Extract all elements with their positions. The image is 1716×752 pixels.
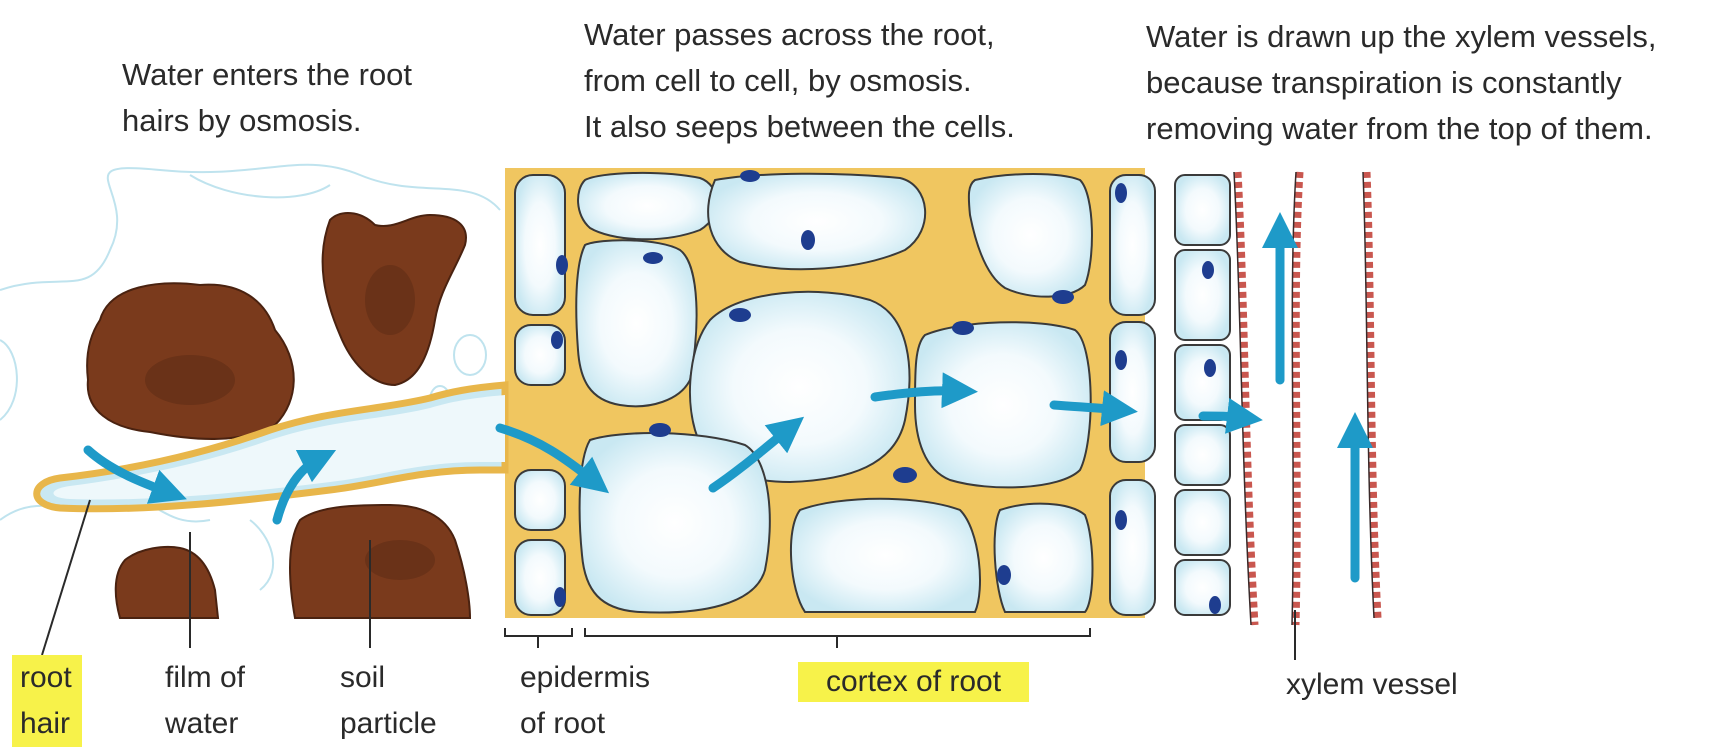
epidermis-cells bbox=[514, 174, 566, 616]
label-cortex: cortex of root bbox=[798, 662, 1030, 702]
nucleus bbox=[893, 467, 917, 483]
label-film-of-water: film of water bbox=[165, 661, 246, 740]
soil-particle bbox=[114, 545, 220, 619]
nucleus bbox=[801, 230, 815, 250]
cortex-cell bbox=[689, 290, 911, 484]
caption-across-root: Water passes across the root, from cell … bbox=[584, 17, 1015, 144]
flow-arrow bbox=[1049, 390, 1138, 427]
cortex-cell bbox=[913, 321, 1092, 489]
nucleus bbox=[649, 423, 671, 437]
caption-xylem-up: Water is drawn up the xylem vessels, bec… bbox=[1146, 19, 1657, 146]
xylem-wall bbox=[1292, 171, 1304, 626]
nucleus bbox=[1052, 290, 1074, 304]
root-hair-leader bbox=[41, 499, 91, 656]
caption-root-hairs: Water enters the root hairs by osmosis. bbox=[122, 57, 413, 138]
cell-nuclei bbox=[551, 170, 1221, 614]
flow-arrow bbox=[870, 372, 978, 409]
nucleus bbox=[1209, 596, 1221, 614]
soil-shading bbox=[145, 265, 435, 580]
nucleus bbox=[952, 321, 974, 335]
label-root-hair: root hair bbox=[12, 655, 82, 747]
nucleus bbox=[740, 170, 760, 182]
cortex-cell bbox=[575, 239, 698, 408]
epidermis-cell bbox=[514, 469, 566, 531]
leader-lines bbox=[41, 499, 1296, 660]
xylem-wall bbox=[1234, 171, 1259, 626]
epidermis-cell bbox=[514, 174, 566, 316]
nucleus bbox=[1115, 350, 1127, 370]
label-xylem-vessel: xylem vessel bbox=[1286, 668, 1458, 701]
epidermis-cell bbox=[514, 539, 566, 616]
nucleus bbox=[997, 565, 1011, 585]
nucleus bbox=[554, 587, 566, 607]
nucleus bbox=[1115, 510, 1127, 530]
nucleus bbox=[551, 331, 563, 349]
cortex-cell bbox=[578, 432, 771, 614]
cortex-cell bbox=[790, 497, 981, 613]
nucleus bbox=[643, 252, 663, 264]
inner-ring-cells bbox=[1109, 174, 1231, 616]
cortex-cell bbox=[993, 502, 1094, 613]
cortex-cell bbox=[707, 172, 927, 271]
cortex-bracket bbox=[584, 628, 1091, 648]
nucleus bbox=[556, 255, 568, 275]
nucleus bbox=[729, 308, 751, 322]
flow-arrow bbox=[272, 449, 337, 525]
nucleus bbox=[1202, 261, 1214, 279]
cortex-cell bbox=[577, 171, 718, 241]
water-flow-arrows bbox=[83, 212, 1373, 583]
cortex-cells bbox=[575, 171, 1094, 614]
xylem-wall bbox=[1363, 171, 1382, 619]
epidermis-bracket bbox=[504, 628, 573, 648]
label-soil-particle: soil particle bbox=[340, 661, 437, 740]
label-epidermis: epidermis of root bbox=[520, 661, 651, 740]
nucleus bbox=[1204, 359, 1216, 377]
flow-arrow bbox=[83, 445, 187, 504]
flow-arrow bbox=[1198, 398, 1263, 434]
flow-arrow bbox=[708, 416, 805, 493]
nucleus bbox=[1115, 183, 1127, 203]
flow-arrow bbox=[495, 423, 610, 494]
